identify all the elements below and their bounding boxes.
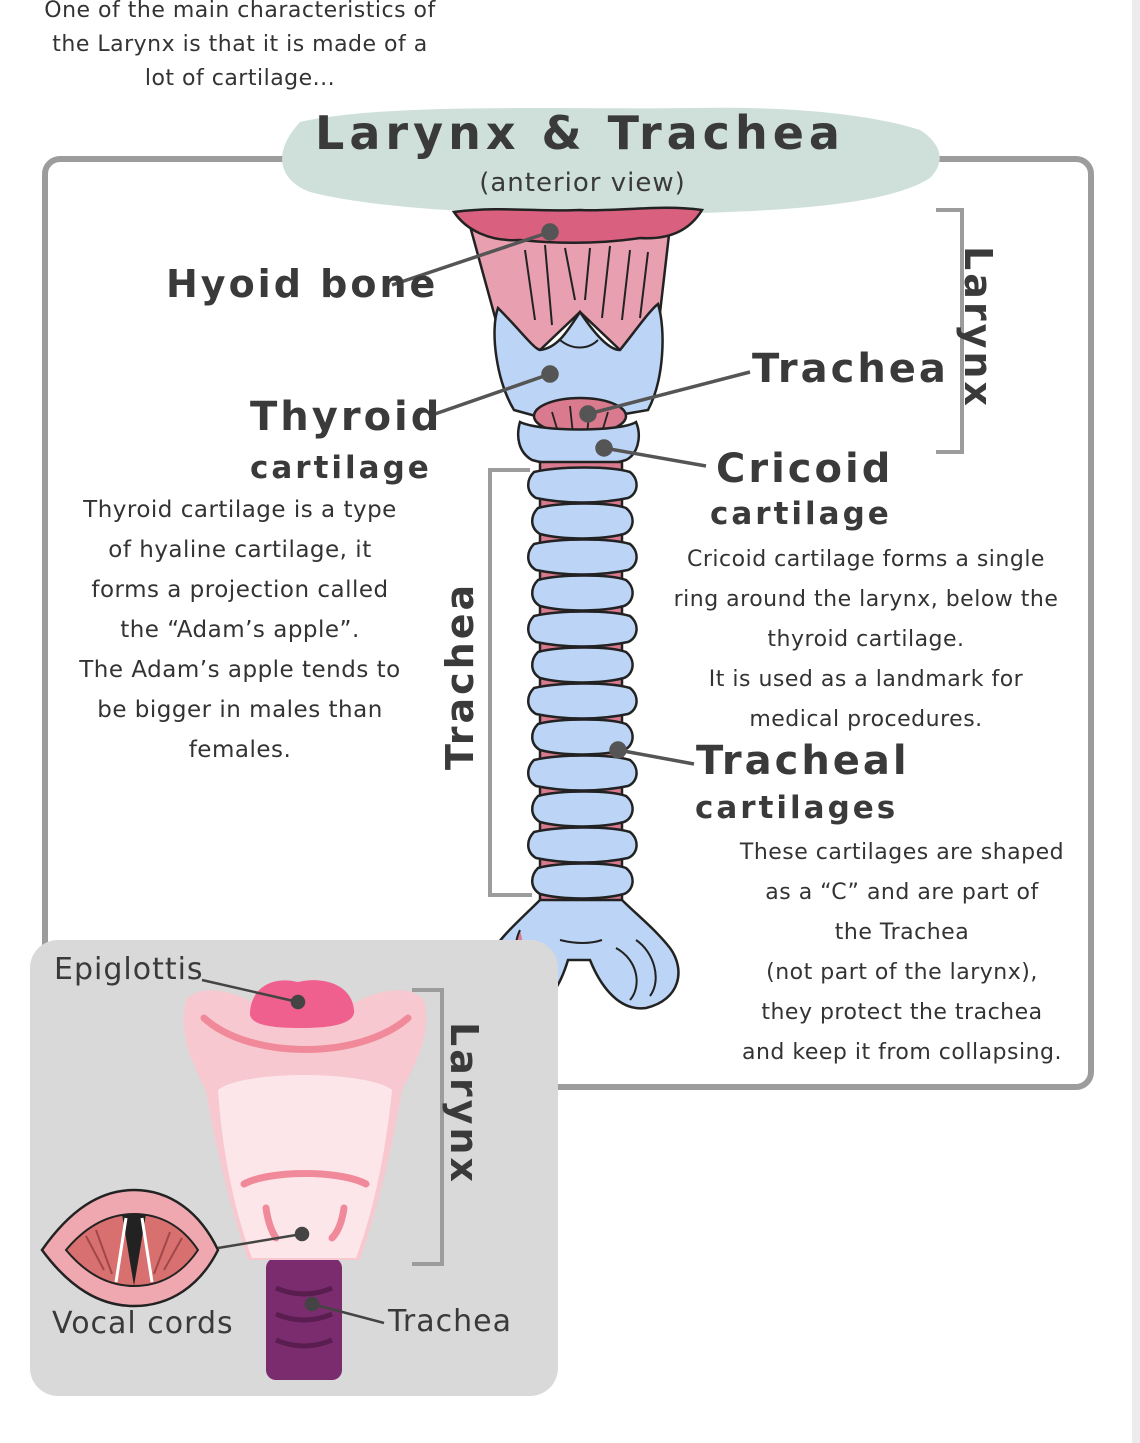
label-hyoid-bone: Hyoid bone [166, 262, 439, 306]
cricoid-note-line: medical procedures. [749, 707, 983, 732]
tracheal-rings [527, 466, 638, 900]
cricoid-note-line: It is used as a landmark for [708, 667, 1024, 692]
thyroid-note-line: females. [188, 737, 292, 763]
tracheal-note-line: as a “C” and are part of [765, 880, 1039, 905]
cricoid-note: Cricoid cartilage forms a single ring ar… [636, 540, 1096, 740]
tracheal-note-line: (not part of the larynx), [766, 960, 1038, 985]
tracheal-ring [531, 790, 634, 828]
tracheal-ring [527, 610, 638, 648]
right-edge-shadow [1132, 0, 1140, 1443]
intro-note: One of the main characteristics of the L… [10, 0, 470, 96]
tracheal-ring [527, 682, 638, 720]
thyroid-note-line: be bigger in males than [97, 697, 383, 723]
tracheal-note: These cartilages are shaped as a “C” and… [712, 833, 1092, 1073]
page-title: Larynx & Trachea [315, 106, 845, 160]
tracheal-ring [531, 646, 634, 684]
label-inset-larynx: Larynx [442, 1022, 486, 1185]
thyroid-note-line: of hyaline cartilage, it [108, 537, 372, 563]
tracheal-note-line: These cartilages are shaped [739, 840, 1065, 865]
intro-line: lot of cartilage... [144, 66, 336, 91]
title-banner [282, 107, 940, 215]
tracheal-note-line: they protect the trachea [761, 1000, 1043, 1025]
thyroid-note-line: Thyroid cartilage is a type [83, 497, 397, 523]
label-tracheal: Tracheal [696, 738, 910, 784]
label-cricoid: Cricoid [716, 446, 894, 492]
tracheal-note-line: and keep it from collapsing. [742, 1040, 1062, 1065]
tracheal-ring [527, 826, 638, 864]
label-vocal-cords: Vocal cords [52, 1306, 234, 1341]
tracheal-note-line: the Trachea [834, 920, 970, 945]
label-cricoid-cartilage: cartilage [710, 496, 892, 532]
label-trachea-top: Trachea [752, 346, 949, 392]
intro-line: the Larynx is that it is made of a [52, 32, 428, 57]
thyroid-note-line: The Adam’s apple tends to [79, 657, 401, 683]
thyroid-note-line: the “Adam’s apple”. [120, 617, 360, 643]
label-thyroid-cartilage: cartilage [250, 450, 432, 486]
tracheal-ring [531, 574, 634, 612]
thyroid-cartilage [493, 301, 664, 422]
tracheal-ring [527, 466, 638, 504]
tracheal-ring [527, 754, 638, 792]
label-tracheal-cartilages: cartilages [695, 790, 899, 826]
label-trachea-bracket: Trachea [438, 581, 482, 770]
cricoid-note-line: Cricoid cartilage forms a single [687, 547, 1045, 572]
thyroid-note: Thyroid cartilage is a type of hyaline c… [40, 490, 440, 770]
tracheal-ring [531, 502, 634, 540]
label-larynx-bracket: Larynx [956, 246, 1000, 409]
thyroid-note-line: forms a projection called [91, 577, 389, 603]
tracheal-ring [531, 862, 634, 900]
cricoid-note-line: ring around the larynx, below the [673, 587, 1059, 612]
inset-illustration [40, 978, 444, 1380]
cricoid-note-line: thyroid cartilage. [767, 627, 965, 652]
tracheal-ring [527, 538, 638, 576]
intro-line: One of the main characteristics of [44, 0, 436, 23]
label-thyroid: Thyroid [250, 394, 443, 440]
label-inset-trachea: Trachea [388, 1304, 512, 1339]
label-epiglottis: Epiglottis [54, 952, 204, 987]
hyoid-bone [451, 206, 705, 245]
page-subtitle: (anterior view) [479, 168, 686, 198]
